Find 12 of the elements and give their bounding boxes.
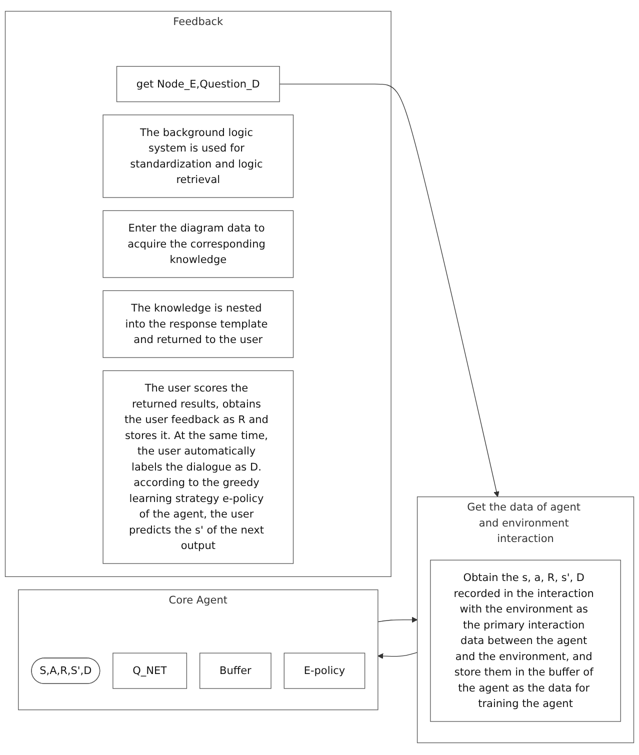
node-box: Obtain the s, a, R, s', D recorded in the interaction with the environment as the primary interaction data between the agent and the environment, and store them in the buffer of the agent as the data for training the agent — [430, 560, 621, 722]
arrow — [378, 652, 418, 660]
node-box: get Node_E,Question_D — [116, 66, 280, 103]
arrow — [279, 84, 500, 498]
node-box: Buffer — [199, 653, 272, 690]
arrow — [378, 617, 418, 624]
node-box: Enter the diagram data to acquire the corresponding knowledge — [102, 210, 294, 278]
node-box: The user scores the returned results, obtains the user feedback as R and stores it. At the same time, the user automatically labels the dialogue as D. according to the greedy learning strategy e-policy of the agent, the user predicts the s' of the next output — [102, 370, 294, 564]
node-box: The background logic system is used for standardization and logic retrieval — [102, 115, 294, 198]
node-box: The knowledge is nested into the response template and returned to the user — [102, 290, 294, 358]
node-box: E-policy — [284, 653, 366, 690]
node-box: Q_NET — [112, 653, 188, 690]
